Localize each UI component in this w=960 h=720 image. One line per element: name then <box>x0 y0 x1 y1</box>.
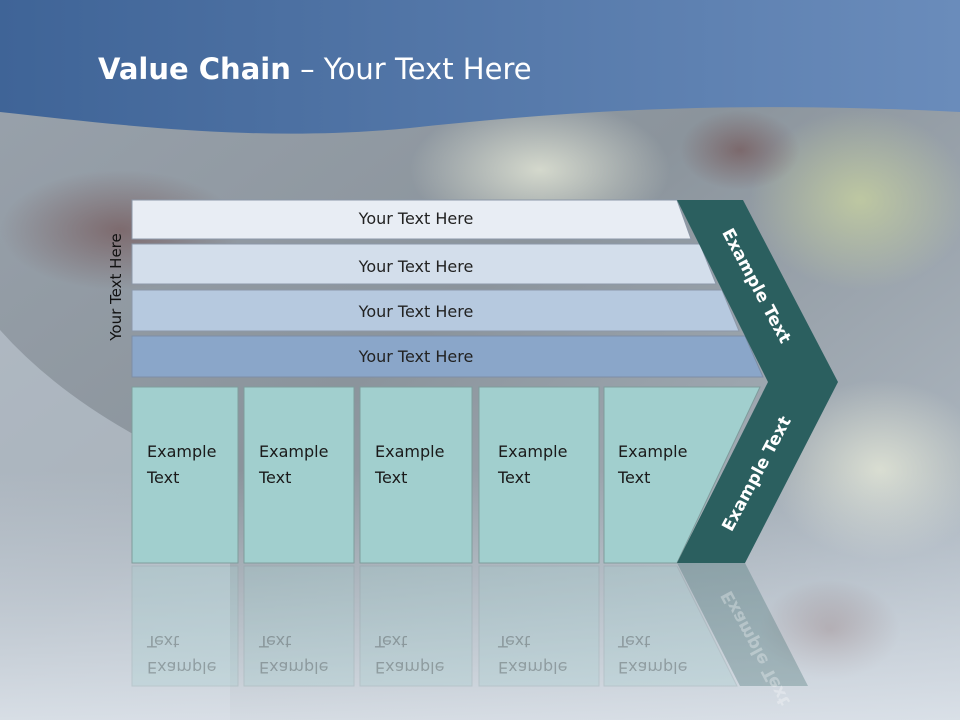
band-label-1: Your Text Here <box>358 209 474 228</box>
margin-chevron-bottom <box>677 382 838 563</box>
margin-chevron-top <box>677 200 838 382</box>
primary-activity-box-3 <box>359 386 473 564</box>
diagram-reflection <box>131 563 808 687</box>
band-label-3: Your Text Here <box>358 302 474 321</box>
header-band <box>0 0 960 134</box>
slide-title: Value Chain – Your Text Here <box>98 52 532 86</box>
primary-activity-box-reflection-2 <box>243 565 355 687</box>
primary-activity-box-reflection-3 <box>359 565 473 687</box>
band-label-2: Your Text Here <box>358 257 474 276</box>
primary-activity-box-reflection-4 <box>478 565 600 687</box>
primary-activity-box-4 <box>478 386 600 564</box>
primary-activity-box-2 <box>243 386 355 564</box>
support-band-1 <box>131 199 692 240</box>
primary-activity-box-reflection-5 <box>603 565 738 687</box>
support-band-2 <box>131 243 717 285</box>
support-band-3 <box>131 289 740 332</box>
primary-activity-box-1 <box>131 386 239 564</box>
margin-chevron-reflection <box>677 563 808 686</box>
support-band-4 <box>131 335 764 378</box>
primary-activity-box-reflection-1 <box>131 565 239 687</box>
band-label-4: Your Text Here <box>358 347 474 366</box>
